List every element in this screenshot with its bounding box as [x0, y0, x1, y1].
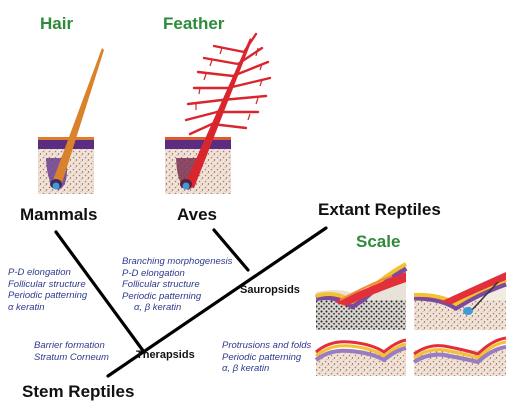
- branch-aves: [212, 228, 250, 272]
- feather-papilla: [182, 182, 190, 190]
- hair-papilla: [52, 182, 60, 190]
- feather-illustration: [165, 32, 272, 194]
- mammal-traits: P-D elongation Follicular structure Peri…: [8, 267, 87, 313]
- trait-item: Follicular structure: [122, 279, 200, 290]
- hair-epidermis: [38, 140, 94, 149]
- hair-title: Hair: [40, 14, 74, 33]
- trait-item: Periodic patterning: [8, 290, 88, 301]
- trait-item: α keratin: [8, 301, 45, 313]
- trait-item: Barrier formation: [34, 340, 105, 351]
- hair-illustration: [38, 48, 104, 194]
- scale-illustration-2: [413, 272, 507, 330]
- trait-item: Branching morphogenesis: [122, 256, 233, 267]
- scale-illustration-1: [315, 262, 408, 330]
- hair-shaft: [52, 48, 104, 186]
- aves-label: Aves: [177, 205, 218, 224]
- branch-mammals: [54, 230, 146, 354]
- scale-illustration-4: [412, 336, 507, 376]
- trait-item: P-D elongation: [8, 267, 71, 278]
- mammals-label: Mammals: [20, 205, 98, 224]
- phylogenetic-tree: [54, 226, 328, 378]
- trait-item: Protrusions and folds: [222, 340, 312, 351]
- reptile-traits: Protrusions and folds Periodic patternin…: [222, 340, 311, 375]
- scale-title: Scale: [356, 232, 401, 251]
- trait-item: α, β keratin: [134, 302, 182, 313]
- trait-item: Follicular structure: [8, 278, 86, 290]
- scale-illustration-3: [314, 338, 407, 376]
- trait-item: Stratum Corneum: [34, 351, 109, 363]
- trait-item: P-D elongation: [122, 267, 185, 279]
- feather-epidermis: [165, 140, 231, 149]
- trait-item: α, β keratin: [222, 363, 270, 374]
- feather-barbules: [195, 47, 263, 121]
- avian-traits: Branching morphogenesis P-D elongation F…: [122, 256, 232, 314]
- therapsids-node-label: Therapsids: [136, 349, 195, 361]
- trait-item: Periodic patterning: [122, 290, 202, 302]
- stem-reptiles-label: Stem Reptiles: [22, 382, 135, 401]
- feather-title: Feather: [163, 14, 225, 33]
- trait-item: Periodic patterning: [222, 351, 302, 363]
- sauropsids-node-label: Sauropsids: [240, 284, 300, 296]
- extant-reptiles-label: Extant Reptiles: [318, 200, 441, 219]
- amniote-traits: Barrier formation Stratum Corneum: [34, 340, 109, 363]
